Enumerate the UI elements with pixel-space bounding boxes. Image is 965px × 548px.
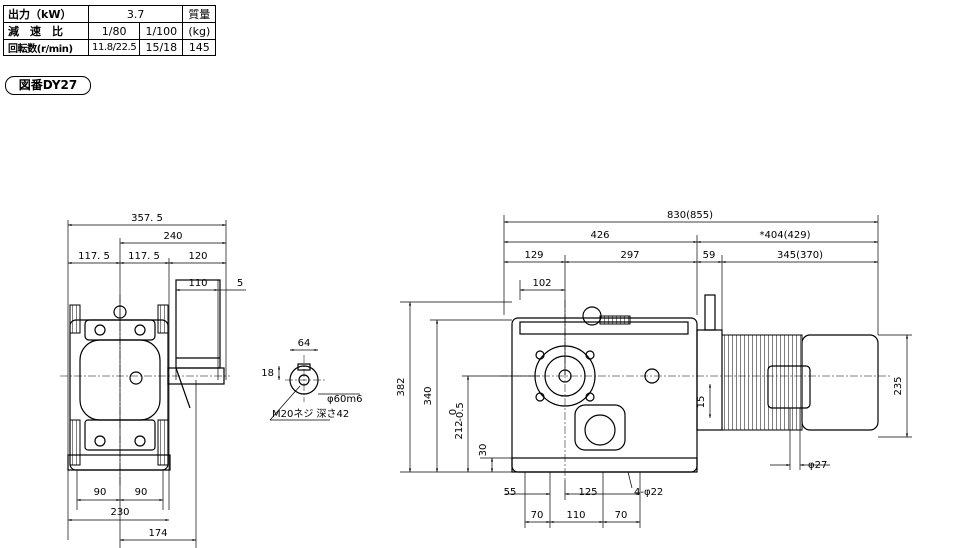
dim-foot-total: 230 bbox=[110, 507, 129, 518]
dim-foot-b: 110 bbox=[566, 510, 585, 521]
dim-left-offset: 117. 5 bbox=[78, 251, 110, 262]
speed-a: 11.8/22.5 bbox=[87, 39, 141, 56]
dim-shaft-span: 240 bbox=[163, 231, 182, 242]
dim-key-offset: 64 bbox=[298, 338, 311, 349]
dim-shaft-end: 5 bbox=[237, 278, 243, 289]
dim-motor-body: 345(370) bbox=[777, 250, 823, 261]
spec-row-speed: 回転数(r/min) 11.8/22.5 15/18 145 bbox=[3, 39, 217, 56]
dim-motor-hole: φ27 bbox=[808, 460, 827, 471]
dim-motor-height: 235 bbox=[893, 376, 904, 395]
ratio-a: 1/80 bbox=[87, 22, 141, 40]
dim-to-input: 129 bbox=[524, 250, 543, 261]
dim-base-height: 30 bbox=[478, 444, 489, 457]
spec-row-ratio: 減 速 比 1/80 1/100 (kg) bbox=[3, 22, 217, 40]
dim-shaft-len: 110 bbox=[188, 278, 207, 289]
dim-foot-a: 70 bbox=[531, 510, 544, 521]
dim-total-height: 382 bbox=[396, 377, 407, 396]
dim-center-tol-lower: -0.5 bbox=[455, 402, 466, 422]
side-view: 830(855) 426 *404(429) 129 297 59 345(37… bbox=[396, 210, 912, 528]
dim-motor-length: *404(429) bbox=[760, 230, 811, 241]
dim-overall-length: 830(855) bbox=[667, 210, 713, 221]
dim-base-front: 55 bbox=[504, 487, 517, 498]
front-view: 357. 5 240 117. 5 117. 5 120 110 5 90 90… bbox=[60, 213, 246, 548]
dim-key-depth: 18 bbox=[261, 368, 274, 379]
dim-shaft-dia: φ60m6 bbox=[327, 394, 362, 405]
dim-bolt-holes: 4-φ22 bbox=[634, 487, 663, 498]
dim-output-offset: 102 bbox=[532, 278, 551, 289]
dim-shaft-ext: 120 bbox=[188, 251, 207, 262]
dim-foot-c: 70 bbox=[615, 510, 628, 521]
dim-body-height: 340 bbox=[423, 386, 434, 405]
mass-value: 145 bbox=[182, 39, 217, 56]
dim-foot-left: 90 bbox=[94, 487, 107, 498]
dim-to-shaft-end: 174 bbox=[148, 528, 167, 539]
dim-foot-right: 90 bbox=[135, 487, 148, 498]
speed-b: 15/18 bbox=[139, 39, 184, 56]
dim-motor-axis-drop: 15 bbox=[696, 396, 707, 409]
dim-center-offset: 117. 5 bbox=[128, 251, 160, 262]
dim-base-mid: 125 bbox=[578, 487, 597, 498]
ratio-b: 1/100 bbox=[139, 22, 184, 40]
dim-center-tol-upper: 0 bbox=[448, 409, 459, 415]
dim-center-height: 212 bbox=[454, 420, 465, 439]
spec-table: 出力（kW） 3.7 質量 減 速 比 1/80 1/100 (kg) 回転数(… bbox=[3, 5, 217, 56]
dim-flange-gap: 59 bbox=[703, 250, 716, 261]
dim-gear-length: 426 bbox=[590, 230, 609, 241]
shaft-detail: 64 18 φ60m6 M20ネジ 深さ42 bbox=[261, 338, 362, 421]
dim-thread: M20ネジ 深さ42 bbox=[272, 408, 349, 420]
dim-input-to-flange: 297 bbox=[620, 250, 639, 261]
dim-overall-width: 357. 5 bbox=[131, 213, 163, 224]
figure-number-badge: 図番DY27 bbox=[5, 76, 91, 95]
